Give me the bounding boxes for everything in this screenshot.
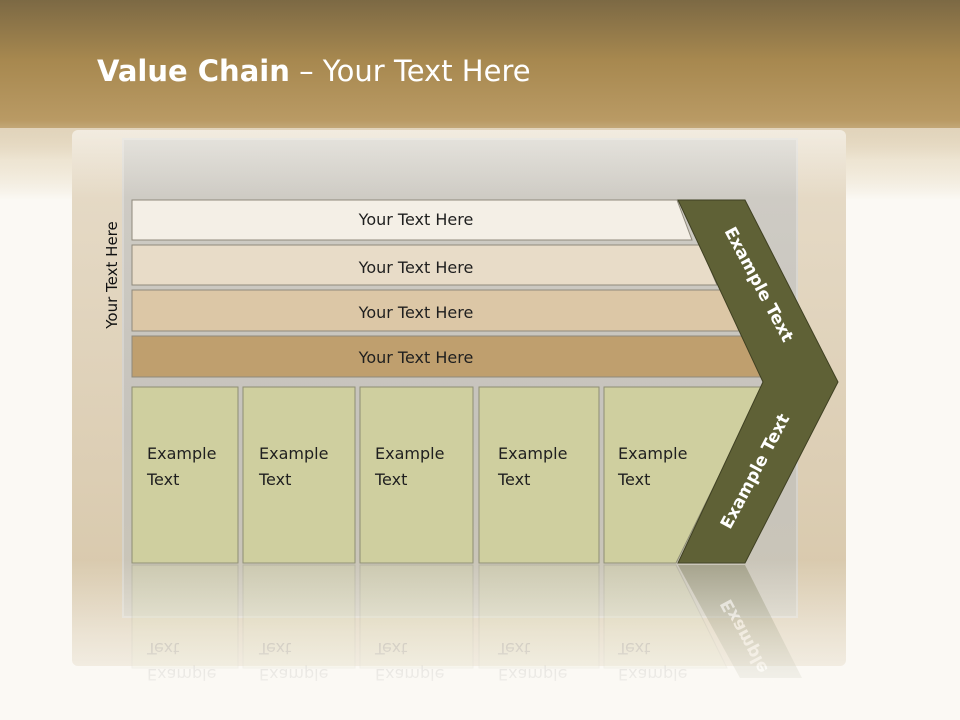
support-row-4-label: Your Text Here	[358, 348, 474, 367]
primary-box-4-line-2: Text	[497, 470, 530, 489]
primary-box-2[interactable]	[242, 386, 356, 564]
primary-box-4[interactable]	[478, 386, 600, 564]
support-row-1-label: Your Text Here	[358, 210, 474, 229]
primary-box-5-line-1: Example	[618, 444, 687, 463]
primary-box-2-line-2: Text	[258, 470, 291, 489]
page-title: Value Chain – Your Text Here	[97, 54, 531, 88]
primary-box-1-line-1: Example	[147, 444, 216, 463]
primary-box-3-line-1: Example	[375, 444, 444, 463]
primary-box-5-line-2: Text	[617, 470, 650, 489]
support-rows: Your Text Here Your Text Here Your Text …	[131, 199, 764, 378]
support-row-2[interactable]	[131, 244, 718, 286]
primary-box-4-line-1: Example	[498, 444, 567, 463]
side-label: Your Text Here	[103, 221, 121, 329]
primary-box-1-line-2: Text	[146, 470, 179, 489]
primary-box-3[interactable]	[359, 386, 474, 564]
primary-box-2-line-1: Example	[259, 444, 328, 463]
bottom-fade	[0, 560, 960, 720]
support-row-3-label: Your Text Here	[358, 303, 474, 322]
title-bold: Value Chain	[97, 54, 290, 88]
primary-box-1[interactable]	[131, 386, 239, 564]
primary-box-3-line-2: Text	[374, 470, 407, 489]
primary-boxes: Example Text Example Text Example Text E…	[131, 386, 764, 564]
support-row-2-label: Your Text Here	[358, 258, 474, 277]
top-fade	[0, 128, 960, 198]
title-rest: – Your Text Here	[289, 54, 531, 88]
support-row-1[interactable]	[131, 199, 693, 241]
